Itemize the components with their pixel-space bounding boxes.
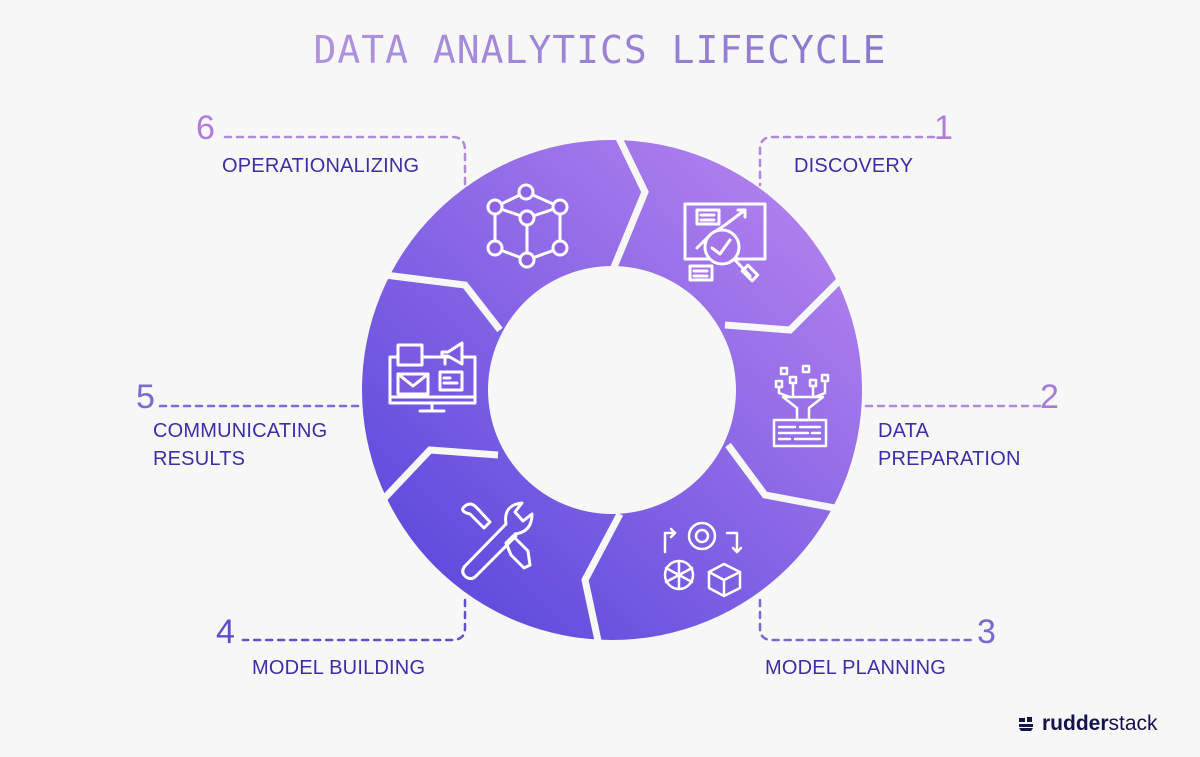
rudderstack-logo: rudderstack [1018, 712, 1158, 736]
connector-3 [758, 598, 978, 642]
stage-2-label: DATA PREPARATION [878, 420, 1021, 470]
stage-4-number: 4 [216, 613, 235, 651]
stage-3-number: 3 [977, 613, 996, 651]
connector-1 [758, 135, 936, 187]
stage-5-number: 5 [136, 378, 155, 416]
gear-cube-network-icon [663, 521, 743, 598]
monitor-megaphone-icon [388, 341, 477, 413]
stage-4-label: MODEL BUILDING [252, 657, 426, 679]
stage-1-label: DISCOVERY [794, 155, 914, 177]
connector-4 [241, 598, 467, 642]
logo-wordmark: rudderstack [1042, 712, 1158, 735]
stage-6-number: 6 [196, 109, 215, 147]
stage-6-label: OPERATIONALIZING [222, 155, 420, 177]
network-cube-icon [486, 183, 569, 269]
connector-6 [223, 135, 467, 187]
chart-magnifier-icon [683, 202, 767, 283]
data-funnel-icon [772, 364, 830, 448]
wrench-screwdriver-icon [461, 501, 534, 581]
stage-3-label: MODEL PLANNING [765, 657, 946, 679]
stage-5-label: COMMUNICATING RESULTS [153, 420, 328, 470]
stage-2-number: 2 [1040, 378, 1059, 416]
rudderstack-logo-icon [1019, 717, 1033, 731]
stage-1-number: 1 [934, 109, 953, 147]
